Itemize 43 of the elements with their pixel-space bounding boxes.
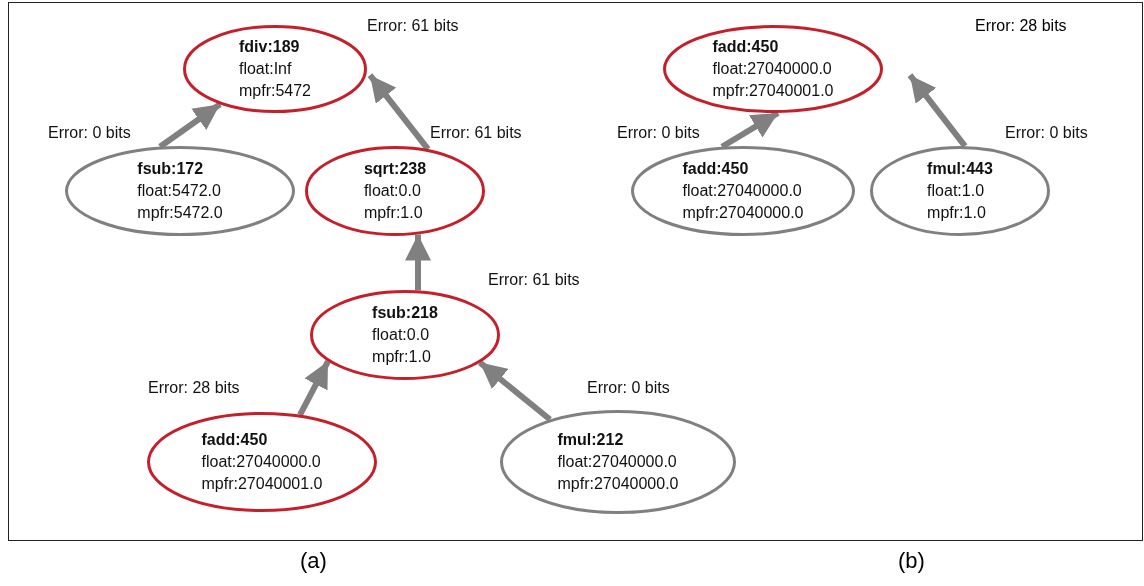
value-label: mpfr:27040000.0 [682,203,804,223]
error-label: Error: 28 bits [148,379,240,397]
error-label: Error: 0 bits [48,124,131,142]
arrow [367,73,431,151]
value-label: mpfr:1.0 [927,203,986,223]
operation-label: fmul:212 [557,430,624,450]
operation-label: fadd:450 [682,159,749,179]
error-label: Error: 0 bits [1005,124,1088,142]
operation-label: sqrt:238 [363,159,427,179]
value-label: mpfr:5472 [238,81,311,101]
value-label: mpfr:5472.0 [137,203,223,223]
error-label: Error: 61 bits [488,271,580,289]
value-label: mpfr:27040001.0 [201,474,323,494]
value-label: float:27040000.0 [201,452,321,472]
operation-label: fsub:172 [137,159,204,179]
value-label: float:Inf [238,59,292,79]
value-label: float:5472.0 [137,181,221,201]
value-label: float:27040000.0 [682,181,802,201]
panel-label: (b) [898,548,925,574]
operation-label: fdiv:189 [238,37,300,57]
operation-label: fmul:443 [927,159,993,179]
error-label: Error: 28 bits [975,17,1067,35]
error-label: Error: 61 bits [367,17,459,35]
error-label: Error: 0 bits [587,379,670,397]
value-label: float:0.0 [363,181,421,201]
value-label: float:27040000.0 [712,59,832,79]
value-label: mpfr:27040000.0 [557,474,679,494]
arrow [907,73,968,148]
operation-label: fsub:218 [372,303,438,323]
value-label: float:27040000.0 [557,452,677,472]
panel-label: (a) [300,548,327,574]
operation-label: fadd:450 [712,37,779,57]
operation-label: fadd:450 [201,430,268,450]
error-label: Error: 61 bits [430,124,522,142]
arrow [478,360,552,422]
error-label: Error: 0 bits [617,124,700,142]
value-label: mpfr:1.0 [363,203,423,223]
value-label: float:0.0 [372,325,430,345]
arrow [405,234,431,291]
value-label: mpfr:1.0 [372,347,431,367]
arrow [297,359,331,417]
value-label: mpfr:27040001.0 [712,81,834,101]
value-label: float:1.0 [927,181,985,201]
